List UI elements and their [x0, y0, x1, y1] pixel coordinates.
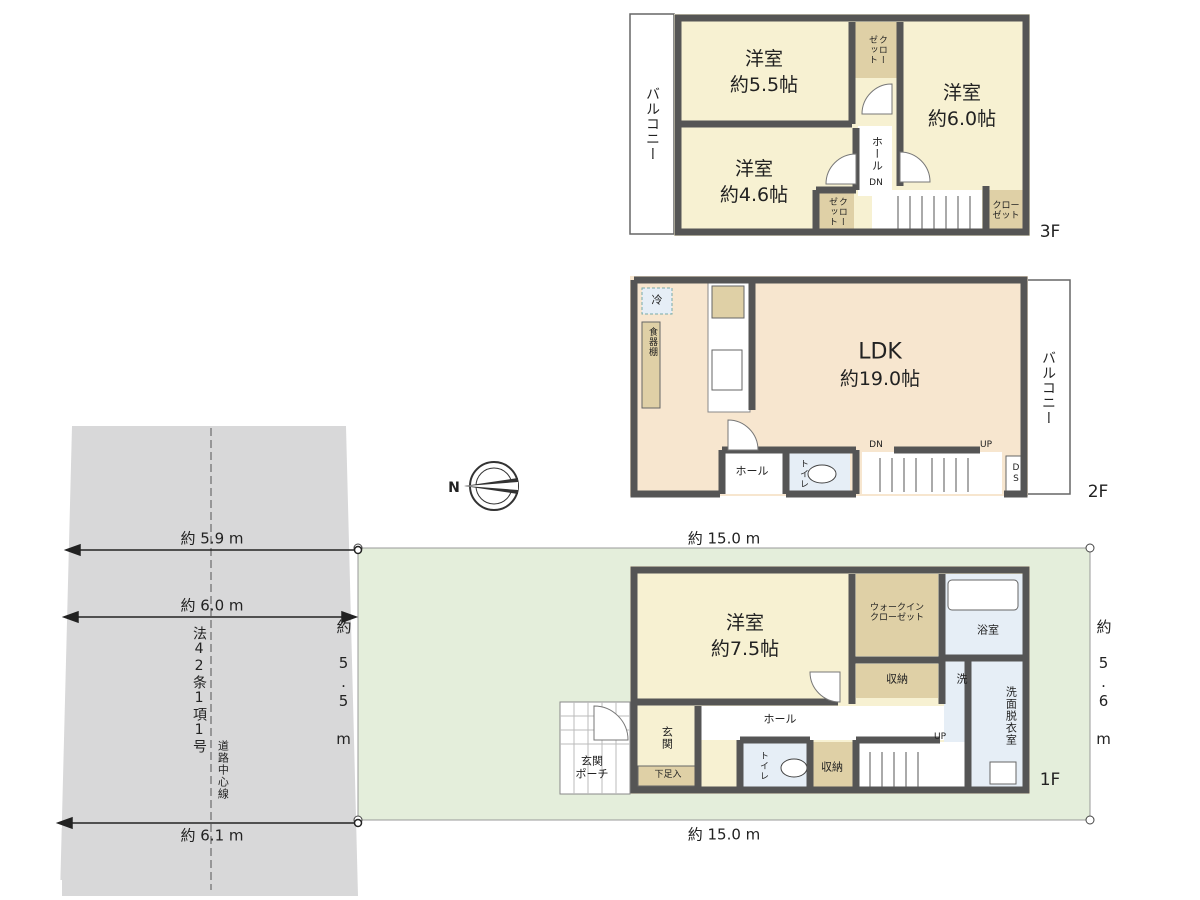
f3-closet-3: クロー ゼット: [992, 201, 1020, 221]
f1-room-name: 洋室: [725, 612, 765, 635]
north-label: N: [448, 479, 460, 496]
f2-stairs-dn: DN: [869, 440, 883, 451]
f1-storage-2: 収納: [821, 760, 843, 774]
road-width-1: 約 5.9 m: [180, 529, 244, 548]
f3-balcony-label: バルコニー: [644, 86, 661, 162]
f3-room-c-size: 約4.6帖: [719, 184, 789, 207]
f3-closet-1: クロー ゼット: [867, 35, 887, 65]
f3-stairs-dn: DN: [869, 178, 883, 189]
f3-hall-label: ホール: [870, 136, 884, 172]
f2-toilet-label: トイレ: [797, 459, 808, 489]
f3-room-c-name: 洋室: [734, 158, 774, 181]
f1-walkin-label: ウォークイン クローゼット: [869, 603, 925, 623]
f3-closet-2: クロー ゼット: [827, 197, 847, 227]
f1-washer-label: 洗: [956, 672, 968, 686]
road-band: [62, 426, 358, 896]
f1-room-size: 約7.5帖: [710, 638, 780, 661]
f1-stairs-up: UP: [933, 732, 947, 743]
floor-1-drawing: [559, 566, 1030, 795]
road-law-label: 法42条1項1号: [191, 626, 208, 754]
f2-stairs-up: UP: [979, 440, 993, 451]
f2-ds-label: DS: [1010, 463, 1021, 485]
lot-bottom-dim: 約 15.0 m: [687, 825, 761, 844]
f2-floor-label: 2F: [1087, 482, 1109, 502]
f3-floor-label: 3F: [1039, 222, 1061, 242]
f3-room-b-size: 約6.0帖: [927, 108, 997, 131]
road-width-2: 約 6.0 m: [180, 596, 244, 615]
f3-room-a-size: 約5.5帖: [729, 74, 799, 97]
f1-hall-label: ホール: [763, 712, 797, 726]
f3-room-b-name: 洋室: [942, 82, 982, 105]
road-center-label: 道路中心線: [216, 740, 230, 800]
f2-cupboard-label: 食器棚: [646, 327, 657, 357]
f1-dressing-label: 洗面脱衣室: [1004, 686, 1018, 746]
f3-room-a-name: 洋室: [744, 48, 784, 71]
f1-bath-label: 浴室: [977, 623, 999, 637]
floor-3-drawing: [629, 13, 1030, 236]
f1-storage-1: 収納: [886, 672, 908, 686]
f2-ldk-name: LDK: [858, 339, 902, 365]
f1-entrance-label: 玄関: [660, 726, 674, 750]
f2-fridge-label: 冷: [651, 293, 663, 307]
compass-icon: [464, 461, 519, 511]
road-width-3: 約 6.1 m: [180, 826, 244, 845]
floor-2-drawing: [630, 276, 1071, 498]
f1-shoe-label: 下足入: [654, 770, 682, 781]
f1-porch-label: 玄関 ポーチ: [575, 754, 609, 780]
f1-toilet-label: トイレ: [757, 751, 768, 781]
f1-floor-label: 1F: [1039, 770, 1061, 790]
frontage-dim: 約 5.5 m: [334, 619, 353, 749]
lot-depth-dim: 約 5.6 m: [1094, 619, 1113, 749]
f2-hall-label: ホール: [735, 464, 769, 478]
dimension-lines: [55, 543, 363, 830]
f2-ldk-size: 約19.0帖: [839, 368, 921, 391]
lot-top-dim: 約 15.0 m: [687, 529, 761, 548]
f2-balcony-label: バルコニー: [1040, 350, 1057, 426]
